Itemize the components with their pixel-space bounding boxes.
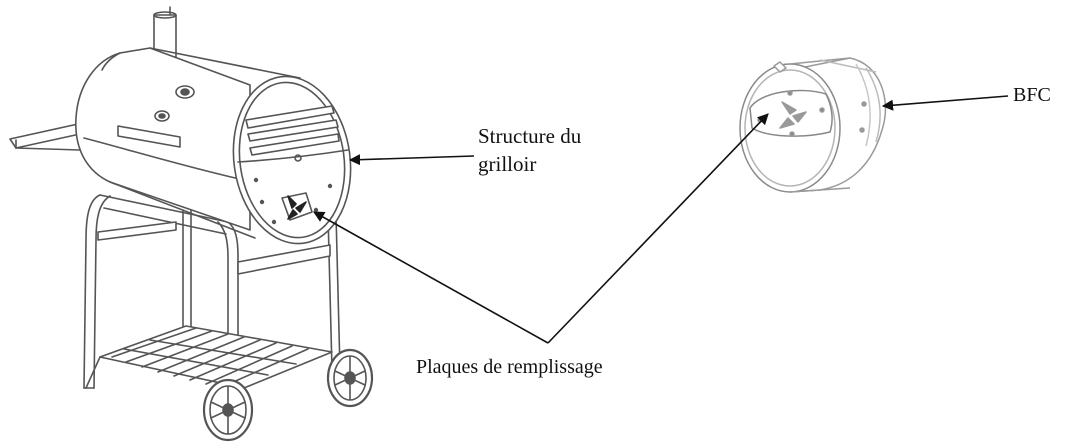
grill-wheel-rear bbox=[326, 348, 374, 408]
leader-structure bbox=[348, 154, 475, 166]
grill-chimney bbox=[153, 6, 177, 58]
label-plaques-de-remplissage: Plaques de remplissage bbox=[416, 356, 603, 378]
leader-plaques-bfc bbox=[547, 113, 769, 344]
leader-plaques-grill bbox=[313, 211, 549, 344]
grill-barrel bbox=[75, 47, 352, 245]
grill-illustration bbox=[9, 6, 374, 442]
label-structure-line1: Structure du bbox=[478, 124, 582, 148]
grill-wheel-front bbox=[202, 378, 254, 442]
label-structure-line2: grilloir bbox=[478, 152, 537, 176]
label-bfc: BFC bbox=[1013, 84, 1051, 106]
leader-lines bbox=[313, 95, 1009, 344]
leader-bfc bbox=[881, 95, 1009, 111]
grill-frame bbox=[83, 194, 341, 401]
bfc-illustration bbox=[739, 57, 887, 193]
grill-side-shelf bbox=[9, 123, 81, 151]
grill-fan-vent bbox=[281, 192, 313, 221]
